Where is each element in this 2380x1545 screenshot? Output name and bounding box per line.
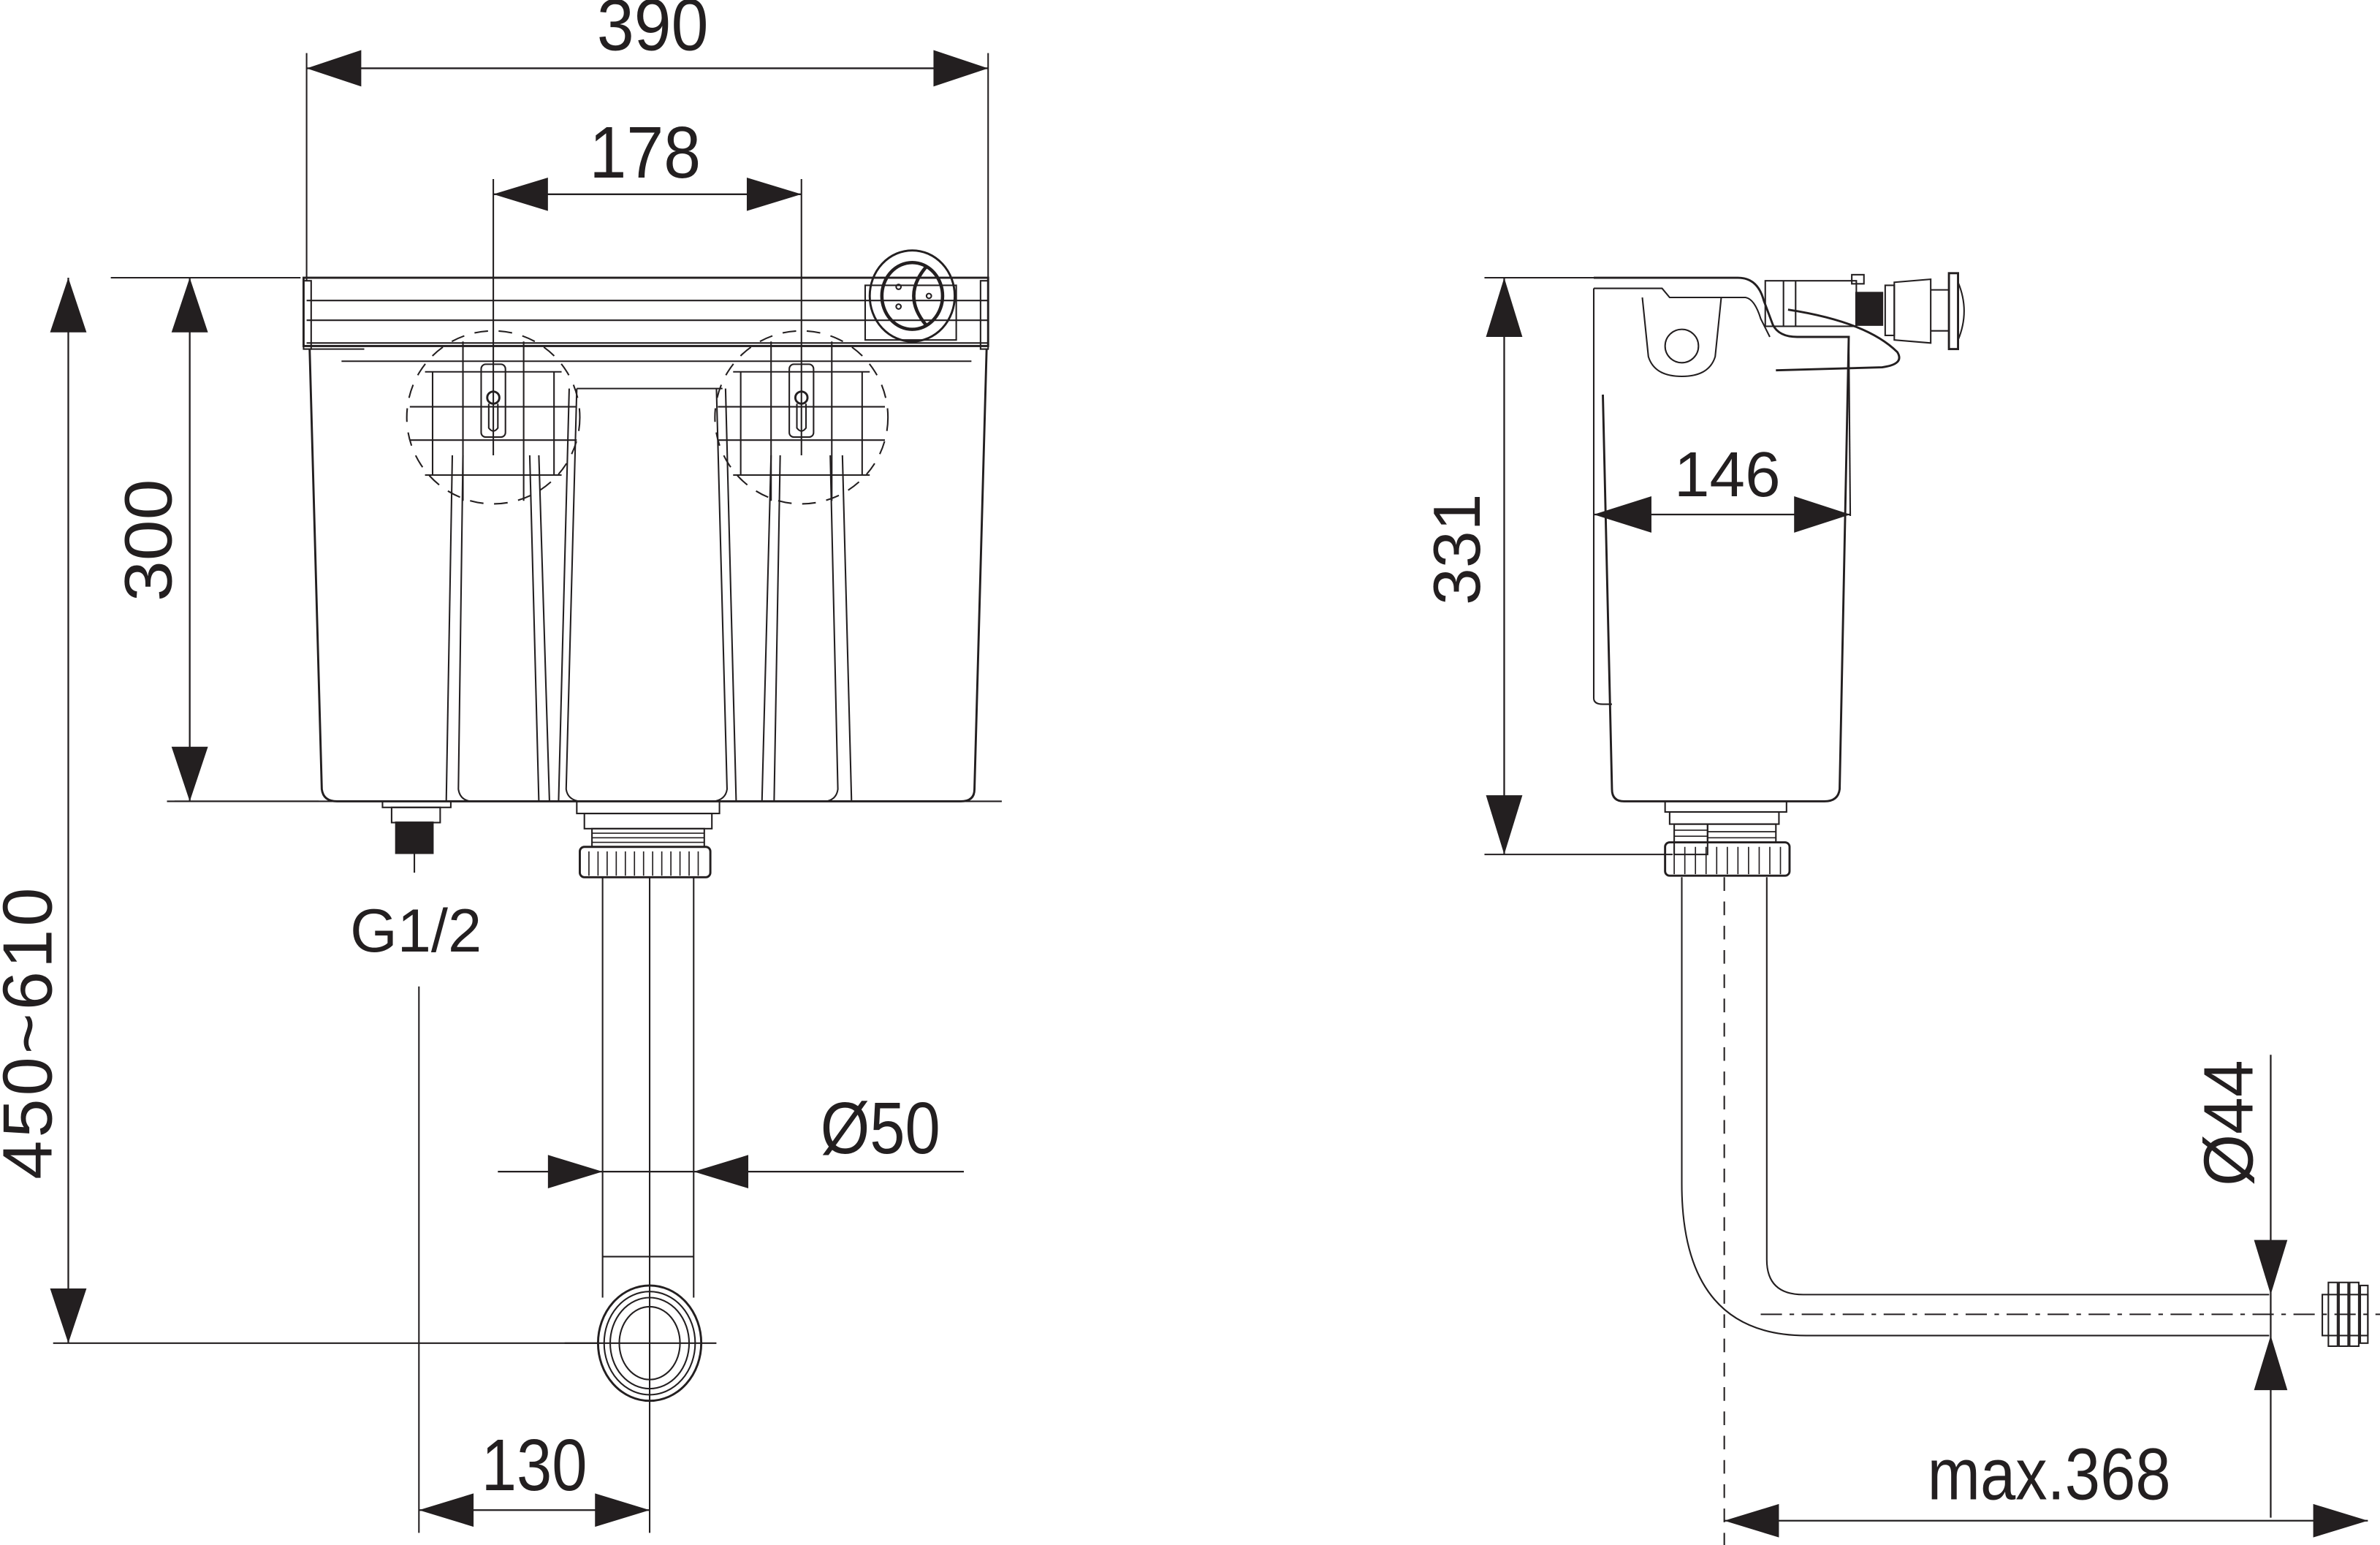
front-view: 390 178 [0,0,1002,1533]
wall-bracket-left [406,330,581,505]
dim-300-label: 300 [112,479,186,601]
screw-icon [486,390,501,405]
dimension-tank-height: 300 [110,276,319,802]
dim-390-label: 390 [597,0,708,67]
dimension-bracket-spacing: 178 [493,112,802,455]
dimension-pipe-length: max.368 [1724,1433,2368,1538]
dimension-outlet-diameter: Ø50 [498,1087,965,1188]
mounting-hole-icon [1664,328,1700,364]
screw-icon [794,390,809,405]
dimension-install-height: 450~610 [0,278,600,1344]
cistern-tank-front [167,276,1002,802]
dim-max368-label: max.368 [1928,1433,2171,1515]
dual-flush-button-icon [864,249,957,343]
side-view: 146 331 [1420,272,2380,1545]
dim-178-label: 178 [590,112,701,194]
dimension-total-width: 390 [305,0,989,281]
dim-o50-label: Ø50 [821,1087,940,1169]
dim-146-label: 146 [1674,439,1781,510]
wall-bracket-right [714,330,889,505]
dim-450-610-label: 450~610 [0,884,67,1180]
inlet-g12-label: G1/2 [350,897,482,965]
dim-130-label: 130 [482,1424,588,1506]
flush-button-side [1764,272,1965,372]
dimension-pipe-diameter: Ø44 [2189,1055,2288,1518]
cistern-tank-side [1592,276,1852,802]
knurled-nut [588,851,699,876]
dim-o44-label: Ø44 [2189,1060,2267,1186]
dimension-inlet-offset: 130 [419,1424,650,1527]
dim-331-label: 331 [1420,494,1494,605]
outlet-fitting-side [1664,800,1791,877]
dimension-depth: 146 [1594,439,1851,533]
dimension-total-height: 331 [1420,276,1673,856]
flush-outlet-pipe-front [564,800,721,1533]
water-inlet-connector: G1/2 [350,800,482,1533]
flush-pipe-side [1681,877,2380,1545]
